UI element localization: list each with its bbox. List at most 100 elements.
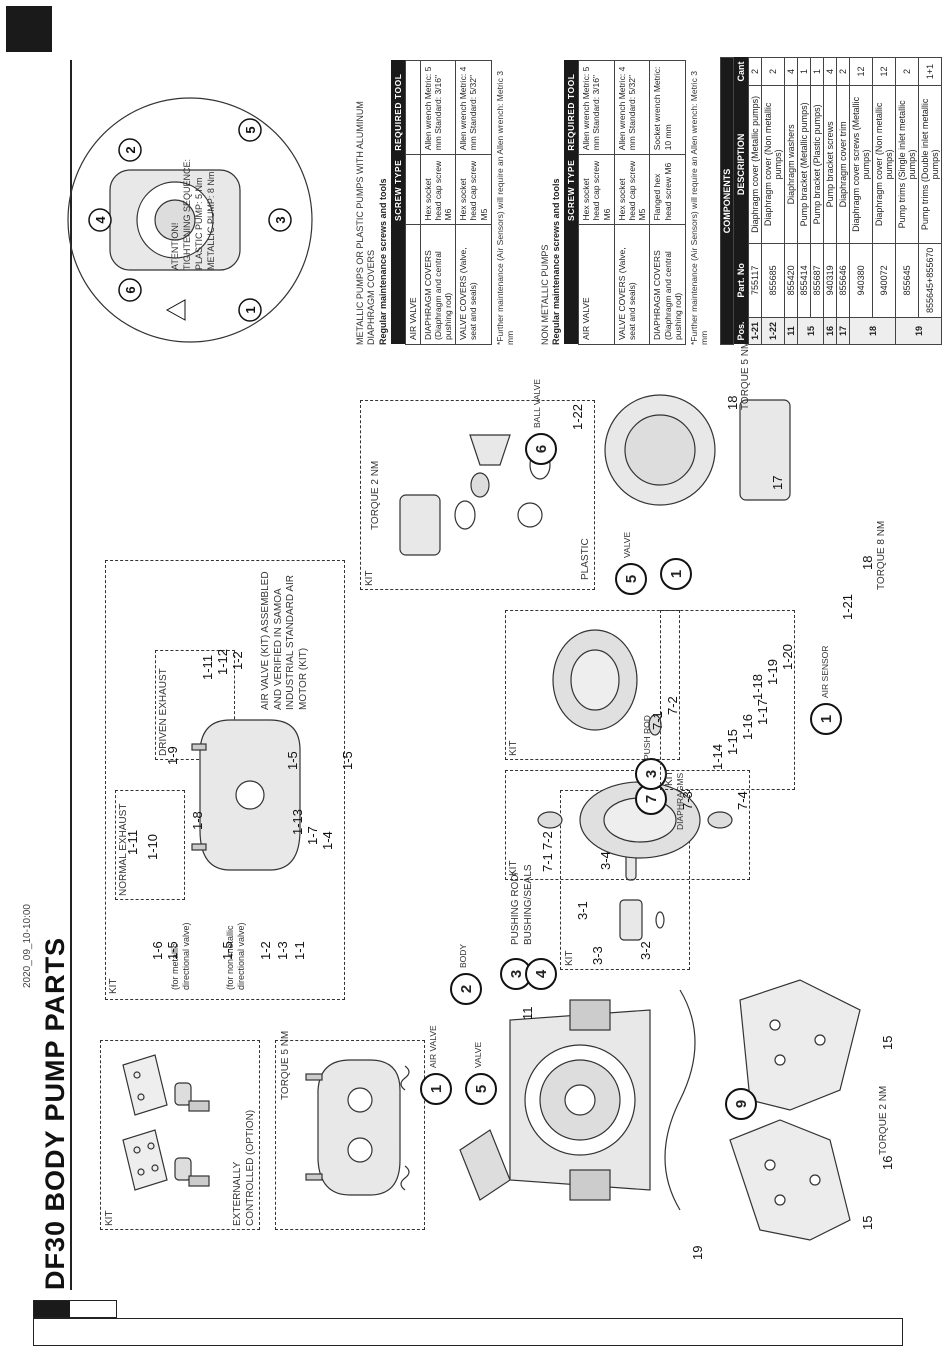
callout-7-2b: 7-2: [540, 831, 555, 850]
svg-text:6: 6: [123, 286, 138, 293]
comp-h-desc: DESCRIPTION: [733, 85, 749, 244]
torque-5nm-caption: TORQUE 5 Nm: [280, 1030, 291, 1100]
maint-metallic-table: SCREW TYPE REQUIRED TOOL AIR VALVE DIAPH…: [390, 60, 492, 345]
tightening-line1: TIGHTENING SEQUENCE:: [182, 158, 192, 270]
comp-qty: 2: [761, 57, 785, 86]
comp-pos: 18: [849, 317, 896, 345]
assembly-note: AIR VALVE (KIT) ASSEMBLED AND VERIFIED I…: [260, 571, 309, 710]
comp-desc: Pump bracket screws: [823, 85, 837, 244]
table-row: 17 855646 Diaphragm cover trim 2: [836, 57, 850, 345]
callout-1-12: 1-12: [215, 648, 230, 675]
comp-desc: Diaphragm cover (Non metallic pumps): [761, 85, 785, 244]
maint-metallic-h2: REQUIRED TOOL: [390, 60, 405, 155]
comp-qty: 1+1: [918, 57, 942, 86]
badge-body: 2: [450, 973, 482, 1005]
maint-metallic-r0c2: [405, 60, 421, 155]
comp-h-pos: Pos.: [733, 317, 749, 345]
badge-air-sensor: 1: [810, 703, 842, 735]
maint-nonmetal-r0c1: Hex socket head cap screw M6: [578, 154, 615, 225]
comp-part: 855645+855670: [918, 243, 942, 318]
comp-qty: 2: [836, 57, 850, 86]
comp-pos: 1-21: [748, 317, 762, 345]
components-table: COMPONENTS Pos. Part. No DESCRIPTION Can…: [720, 57, 942, 345]
comp-pos: 11: [784, 317, 798, 345]
tightening-line3: METALLIC PUMP: 8 Nm: [206, 171, 216, 270]
maintenance-non-metallic: NON METALLIC PUMPS Regular maintenance s…: [540, 55, 709, 345]
callout-3-2: 3-2: [638, 941, 653, 960]
components-title: COMPONENTS: [720, 57, 734, 345]
maint-nonmetal-h2: REQUIRED TOOL: [564, 60, 579, 155]
comp-part: 940319: [823, 243, 837, 318]
callout-1-22: 1-22: [570, 403, 585, 430]
callout-1-11a: 1-11: [125, 829, 140, 855]
callout-15a: 15: [860, 1215, 875, 1230]
comp-qty: 2: [748, 57, 762, 86]
callout-1-6: 1-6: [150, 941, 165, 960]
table-row: 16 940319 Pump bracket screws 4: [823, 57, 837, 345]
doc-date: 2020_09_10-10:00: [22, 904, 33, 988]
comp-desc: Pump trims (Single inlet metallic pumps): [895, 85, 919, 244]
maint-metallic-r0c1: [405, 154, 421, 225]
tightening-diagram: 1 6 4 2 3 5: [67, 97, 313, 343]
footer-bar: [33, 1318, 903, 1346]
driven-exhaust-label: DRIVEN EXHAUST: [158, 668, 169, 756]
maint-metallic-title: METALLIC PUMPS OR PLASTIC PUMPS WITH ALU…: [355, 101, 377, 345]
comp-qty: 2: [895, 57, 919, 86]
comp-qty: 1: [797, 57, 811, 86]
comp-part: 855685: [761, 243, 785, 318]
comp-pos: 16: [823, 317, 837, 345]
ball-valve-kit-label: KIT: [364, 570, 375, 586]
badge-push-rod-caption: PUSH ROD: [642, 715, 652, 760]
air-valve-kit-label: KIT: [108, 978, 119, 994]
callout-18a: 18: [860, 555, 875, 570]
svg-text:5: 5: [243, 126, 258, 133]
maint-metallic-r1c0: DIAPHRAGM COVERS (Diaphragm and central …: [420, 224, 456, 345]
callout-1-5a: 1-5: [165, 941, 180, 960]
comp-qty: 12: [849, 57, 873, 86]
maint-metallic-r2c2: Allen wrench Metric: 4 mm Standard: 5/32…: [455, 60, 492, 155]
comp-qty: 4: [823, 57, 837, 86]
comp-part: 940380: [849, 243, 873, 318]
corner-marker: [6, 6, 52, 52]
callout-17: 17: [770, 475, 785, 490]
callout-11: 11: [520, 1006, 535, 1021]
ext-kit-caption: EXTERNALLY CONTROLLED (OPTION): [232, 1109, 256, 1226]
ext-kit-drawing: [122, 1054, 210, 1191]
maint-metallic-h1: SCREW TYPE: [390, 154, 405, 225]
maint-nonmetal-footnote: *Further maintenance (Air Sensors) will …: [688, 70, 709, 345]
diaphragm-kit-b-label: KIT: [508, 860, 519, 876]
comp-pos: 1-22: [761, 317, 785, 345]
badge-brackets: 9: [725, 1088, 757, 1120]
callout-1-10: 1-10: [145, 833, 160, 860]
comp-desc: Diaphragm washers: [784, 85, 798, 244]
comp-h-part: Part. No: [733, 243, 749, 318]
comp-h-qty: Cant: [733, 57, 749, 86]
comp-pos: 19: [895, 317, 942, 345]
maint-nonmetal-r2c2: Socket wrench Metric: 10 mm: [649, 60, 686, 155]
badge-valve-2: 5: [615, 563, 647, 595]
badge-ball-valve-caption: BALL VALVE: [532, 379, 542, 428]
badge-body-caption: BODY: [458, 943, 468, 968]
comp-part: 855645: [895, 243, 919, 318]
maint-nonmetal-r0c2: Allen wrench Metric: 5 mm Standard: 3/16…: [578, 60, 615, 155]
callout-7-1b: 7-1: [540, 853, 555, 872]
pump-body-drawing: [459, 989, 696, 1211]
comp-desc: Diaphragm cover screws (Metallic pumps): [849, 85, 873, 244]
svg-text:4: 4: [93, 216, 108, 224]
comp-desc: Pump bracket (Metallic pumps): [797, 85, 811, 244]
maint-metallic-r2c0: VALVE COVERS (Valve, seat and seals): [455, 224, 492, 345]
maint-metallic-footnote: *Further maintenance (Air Sensors) will …: [494, 70, 515, 345]
badge-air-sensor-caption: AIR SENSOR: [820, 645, 830, 698]
callout-19: 19: [690, 1245, 705, 1260]
callout-1-4: 1-4: [320, 831, 335, 850]
callout-1-2b: 1-2: [230, 651, 245, 670]
comp-desc: Pump trims (Double inlet metallic pumps): [918, 85, 942, 244]
badge-diaphragm-cover: 1: [660, 558, 692, 590]
ext-kit-label: KIT: [104, 1210, 115, 1226]
badge-ball-valve: 6: [525, 433, 557, 465]
callout-1-3: 1-3: [275, 941, 290, 960]
callout-1-9: 1-9: [165, 746, 180, 765]
badge-pushing-rod-4: 4: [525, 958, 557, 990]
ball-valve-plastic: PLASTIC: [580, 538, 591, 580]
diaphragm-covers-drawing: [604, 394, 791, 506]
